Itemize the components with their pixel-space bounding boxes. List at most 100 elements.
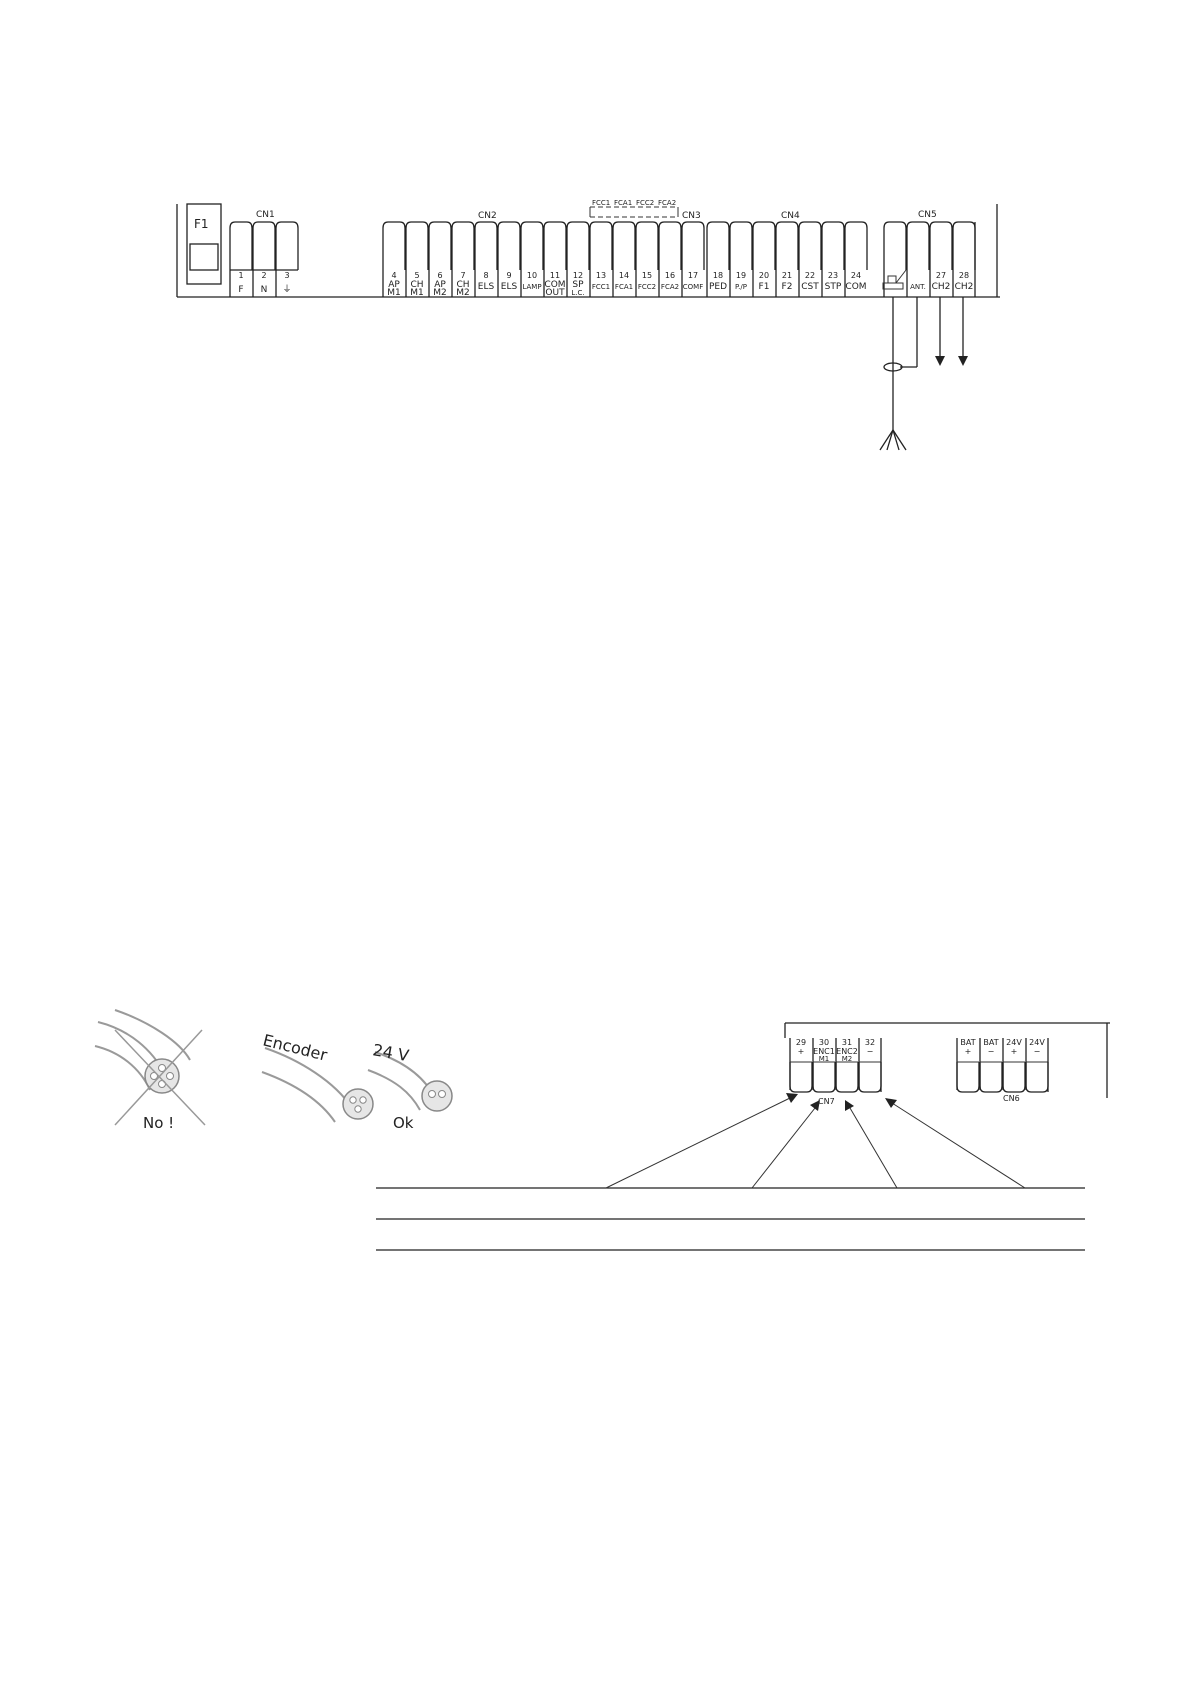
cn6-terminal-4: 24V−: [1025, 1038, 1049, 1093]
terminal-label: AP: [434, 280, 446, 290]
encoder-arrows: [605, 1093, 1026, 1189]
terminal-label: ANT.: [910, 283, 926, 291]
terminal-number: 5: [414, 271, 419, 280]
terminal-sublabel: +: [798, 1047, 805, 1056]
terminal-number: 15: [642, 271, 652, 280]
terminal-number: 12: [573, 271, 583, 280]
terminal-19: 19P./P: [729, 221, 753, 297]
terminal-number: 9: [506, 271, 511, 280]
cn7-terminal-4: 32−: [858, 1038, 882, 1093]
v24-label: 24 V: [371, 1040, 410, 1065]
terminal-label: N: [261, 285, 268, 295]
terminal-sublabel-2: M2: [842, 1055, 853, 1063]
group-label-cn3: CN3: [682, 211, 701, 221]
terminal-label: F1: [759, 282, 770, 292]
cn5-wiring: [879, 297, 968, 451]
fuse-label: F1: [194, 217, 209, 231]
terminal-sublabel: M1: [410, 288, 424, 298]
terminal-sublabel: −: [988, 1047, 995, 1056]
terminal-label: CH2: [932, 282, 951, 292]
terminal-label: LAMP: [522, 283, 541, 291]
terminal-number: 7: [460, 271, 465, 280]
terminal-label: PED: [709, 282, 727, 292]
jumper-label-fcc1: FCC1: [592, 199, 610, 207]
terminal-label: 30: [819, 1038, 829, 1047]
cn6-terminal-1: BAT+: [956, 1038, 980, 1093]
terminal-sublabel: M1: [387, 288, 401, 298]
terminal-label: 29: [796, 1038, 806, 1047]
no-label: No !: [143, 1114, 174, 1132]
terminal-number: 19: [736, 271, 746, 280]
terminal-label: FCA2: [661, 283, 679, 291]
terminal-sublabel: ENC1: [813, 1047, 835, 1056]
terminal-number: 3: [284, 271, 289, 280]
group-label-cn4: CN4: [781, 211, 800, 221]
terminal-2: 2N: [252, 221, 276, 297]
cable-icon-no: No !: [94, 1009, 206, 1132]
group-label-cn5: CN5: [918, 210, 937, 220]
terminal-sublabel: ENC2: [836, 1047, 858, 1056]
jumper-label-fcc2: FCC2: [636, 199, 654, 207]
terminal-label: 31: [842, 1038, 852, 1047]
cable-icon-24v: 24 V Ok: [367, 1040, 453, 1132]
terminal-number: 21: [782, 271, 792, 280]
terminal-label: CH: [410, 280, 423, 290]
terminal-label: CH: [456, 280, 469, 290]
encoder-label: Encoder: [261, 1030, 329, 1064]
cn6-terminal-2: BAT−: [979, 1038, 1003, 1093]
terminal-label: 24V: [1029, 1038, 1045, 1047]
terminal-label: 24V: [1006, 1038, 1022, 1047]
cn6-label: CN6: [1003, 1094, 1020, 1103]
terminal-label: FCA1: [615, 283, 633, 291]
jumper-label-fca2: FCA2: [658, 199, 676, 207]
antenna-terminal-icon: [882, 269, 907, 290]
terminal-label: F: [238, 285, 243, 295]
cross-out-mark: [114, 1029, 206, 1126]
terminal-label: COM: [845, 282, 866, 292]
terminal-label: FCC1: [592, 283, 610, 291]
terminal-number: 4: [391, 271, 396, 280]
terminal-label: P./P: [735, 283, 747, 291]
terminal-label: COMF: [683, 283, 703, 291]
terminal-3: 3⏚: [275, 221, 299, 297]
terminal-label: CST: [801, 282, 819, 292]
ok-label: Ok: [393, 1114, 414, 1132]
terminal-number: 13: [596, 271, 606, 280]
terminal-label: BAT: [960, 1038, 975, 1047]
terminal-number: 27: [936, 271, 946, 280]
terminal-number: 23: [828, 271, 838, 280]
terminal-number: 16: [665, 271, 675, 280]
cn7-terminal-1: 29+: [789, 1038, 813, 1093]
terminal-label: CH2: [955, 282, 974, 292]
terminal-label: STP: [825, 282, 842, 292]
terminal-sublabel-2: M1: [819, 1055, 830, 1063]
terminal-sublabel: M2: [433, 288, 447, 298]
terminal-1: 1F: [229, 221, 253, 297]
terminal-label: ⏚: [282, 284, 291, 295]
limit-switch-jumpers: FCC1 FCA1 FCC2 FCA2: [589, 199, 679, 218]
terminal-label: FCC2: [638, 283, 656, 291]
terminal-number: 1: [238, 271, 243, 280]
cn7-label: CN7: [818, 1097, 835, 1106]
fuse-f1: F1: [186, 203, 222, 285]
